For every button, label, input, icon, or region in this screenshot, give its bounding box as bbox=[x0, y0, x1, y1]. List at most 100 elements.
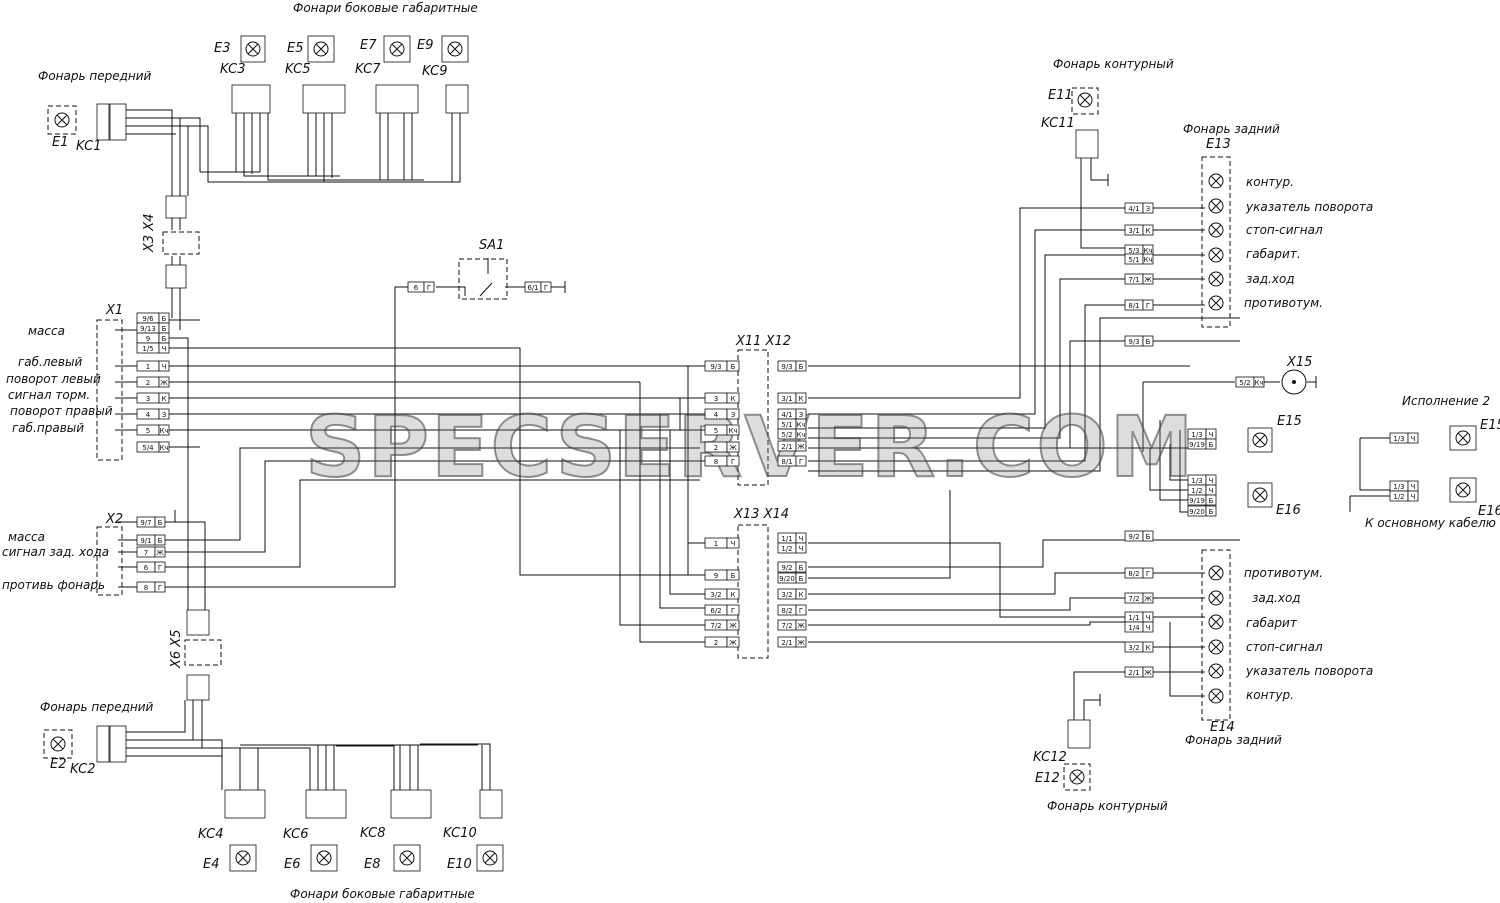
x2-term-4-code: 6 bbox=[144, 564, 149, 572]
x13-term-1-code: 1 bbox=[714, 540, 718, 548]
e15-term-2-code: 9/19 bbox=[1189, 441, 1205, 449]
x1-term-1-code: 9/6 bbox=[142, 315, 154, 323]
sa1-term-right-code: 6/1 bbox=[527, 284, 538, 292]
e15-term-2: 9/19 Б bbox=[1187, 438, 1217, 450]
e14-item-contour: контур. bbox=[1246, 688, 1294, 702]
ref-e15: E15 bbox=[1277, 414, 1302, 429]
e14-term-2-color: Г bbox=[1146, 570, 1150, 578]
e14-term-4-code: 1/1 bbox=[1128, 614, 1139, 622]
lamp-e14-5 bbox=[1208, 663, 1224, 679]
lamp-e16-v2 bbox=[1455, 482, 1471, 498]
lamp-e13-6 bbox=[1208, 295, 1224, 311]
x11-term-2-code: 3 bbox=[714, 395, 718, 403]
lamp-e2 bbox=[50, 736, 66, 752]
e14-term-4-color: Ч bbox=[1146, 614, 1151, 622]
x13-term-2-code: 9 bbox=[714, 572, 718, 580]
lamp-e16 bbox=[1252, 487, 1268, 503]
wires bbox=[115, 109, 1390, 790]
v2-e16-term-1-code: 1/3 bbox=[1393, 483, 1404, 491]
lamp-e9 bbox=[447, 41, 463, 57]
sa1-term-right-color: Г bbox=[544, 284, 548, 292]
x11-term-3-color: З bbox=[731, 411, 736, 419]
ref-e12: E12 bbox=[1035, 771, 1060, 786]
e16-term-2-code: 1/2 bbox=[1191, 487, 1202, 495]
title-rear-top: Фонарь задний bbox=[1183, 122, 1280, 136]
ref-kc5: KC5 bbox=[285, 62, 311, 77]
sa1-term-left-code: 6 bbox=[414, 284, 419, 292]
x12-term-3-code: 4/1 bbox=[781, 411, 792, 419]
v2-e16-term-1: 1/3 Ч bbox=[1389, 480, 1419, 492]
ref-kc2: KC2 bbox=[70, 762, 96, 777]
lamp-e13-5 bbox=[1208, 271, 1224, 287]
x2-signal-labels: масса сигнал зад. хода противь фонарь bbox=[2, 530, 109, 592]
ref-kc9: KC9 bbox=[422, 64, 448, 79]
e13-term-1-code: 4/1 bbox=[1128, 205, 1139, 213]
x14-term-6-code: 8/2 bbox=[781, 607, 792, 615]
ref-kc4: KC4 bbox=[198, 827, 224, 842]
x14-term-1-color: Ч bbox=[799, 535, 804, 543]
e14-item-labels: противотум. зад.ход габарит стоп-сигнал … bbox=[1244, 566, 1373, 702]
x1-term-5-code: 1 bbox=[146, 363, 150, 371]
e14-term-5-color: Ч bbox=[1146, 624, 1151, 632]
x11-term-1-color: Б bbox=[731, 363, 736, 371]
e14-item-turn: указатель поворота bbox=[1245, 664, 1373, 678]
x14-term-5-color: К bbox=[799, 591, 804, 599]
e13-term-6-color: Г bbox=[1146, 302, 1150, 310]
ref-e4: E4 bbox=[203, 857, 220, 872]
lamp-e11 bbox=[1077, 92, 1093, 108]
v2-e16-term-1-color: Ч bbox=[1411, 483, 1416, 491]
ref-e6: E6 bbox=[284, 857, 301, 872]
ref-e16-v2: E16 bbox=[1478, 504, 1500, 519]
x2-term-4-color: Г bbox=[158, 564, 162, 572]
x1-term-5-color: Ч bbox=[162, 363, 167, 371]
e13-term-5-code: 7/1 bbox=[1128, 276, 1139, 284]
x2-term-2-code: 9/1 bbox=[140, 537, 151, 545]
x13-term-2-color: Б bbox=[731, 572, 736, 580]
e15-term-2-color: Б bbox=[1209, 441, 1214, 449]
ref-kc1: KC1 bbox=[76, 139, 102, 154]
x2-term-5-code: 8 bbox=[144, 584, 148, 592]
lamp-e5 bbox=[313, 41, 329, 57]
e14-term-7-color: Ж bbox=[1144, 669, 1152, 677]
e16-term-3-code: 9/19 bbox=[1189, 497, 1205, 505]
x12-term-7-color: Г bbox=[799, 458, 803, 466]
e13-item-fog: противотум. bbox=[1244, 296, 1323, 310]
title-front-bottom: Фонарь передний bbox=[40, 700, 154, 714]
lamp-e8 bbox=[399, 850, 415, 866]
x2-term-5-color: Г bbox=[158, 584, 162, 592]
lamp-e13-2 bbox=[1208, 198, 1224, 214]
x12-term-6-color: Ж bbox=[797, 443, 805, 451]
x13-term-5-code: 7/2 bbox=[710, 622, 721, 630]
x2-term-1-code: 9/7 bbox=[140, 519, 151, 527]
v2-e16-term-2-code: 1/2 bbox=[1393, 493, 1404, 501]
e14-item-reverse: зад.ход bbox=[1252, 591, 1301, 605]
e16-term-4-code: 9/20 bbox=[1189, 508, 1205, 516]
lamp-symbols bbox=[50, 41, 1471, 866]
